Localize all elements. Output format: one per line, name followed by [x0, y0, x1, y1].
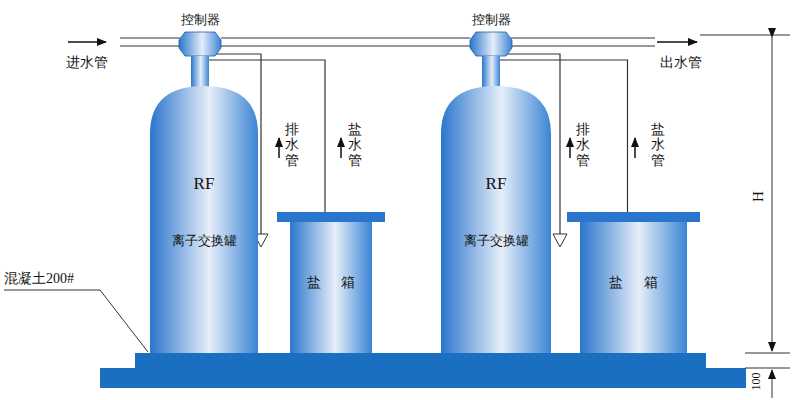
callout-label: 进水管 [66, 54, 108, 72]
tank-neck [191, 60, 209, 88]
part-label: 盐 箱 [307, 274, 355, 292]
ion-exchange-tank: RF 离子交换罐 [441, 86, 551, 353]
concrete-plinth [135, 353, 706, 368]
tank-neck [482, 60, 500, 88]
leader-line [4, 290, 148, 352]
pipe-label: 盐水管 [651, 122, 665, 168]
outlet-arrow [657, 41, 697, 43]
drain-outlet [553, 234, 567, 247]
model-label: RF [486, 174, 507, 194]
part-label: 离子交换罐 [464, 232, 529, 250]
node-outline [441, 86, 551, 353]
model-label: RF [194, 174, 215, 194]
ion-exchange-tank: RF 离子交换罐 [150, 86, 258, 353]
controller: 控制器 [470, 8, 512, 64]
controller-label: 控制器 [472, 11, 511, 29]
pipe-label: 盐水管 [348, 122, 362, 168]
part-label: 盐 箱 [609, 274, 657, 292]
callout-label: 出水管 [660, 54, 702, 72]
controller-label: 控制器 [181, 11, 220, 29]
salt-box: 盐 箱 [567, 212, 700, 353]
dimension-line [700, 35, 790, 398]
controller: 控制器 [179, 8, 221, 64]
dimension-label: 100 [749, 372, 764, 392]
pipe-label: 排水管 [285, 122, 299, 168]
pipe-label: 排水管 [576, 122, 590, 168]
part-label: 离子交换罐 [172, 232, 237, 250]
salt-box: 盐 箱 [277, 212, 385, 353]
dimension-label: H [750, 190, 767, 203]
callout-label: 混凝土200# [4, 270, 74, 288]
concrete-slab [100, 368, 746, 388]
inlet-arrow [68, 41, 106, 43]
pipe-connector [221, 38, 470, 46]
node-outline [150, 86, 258, 353]
